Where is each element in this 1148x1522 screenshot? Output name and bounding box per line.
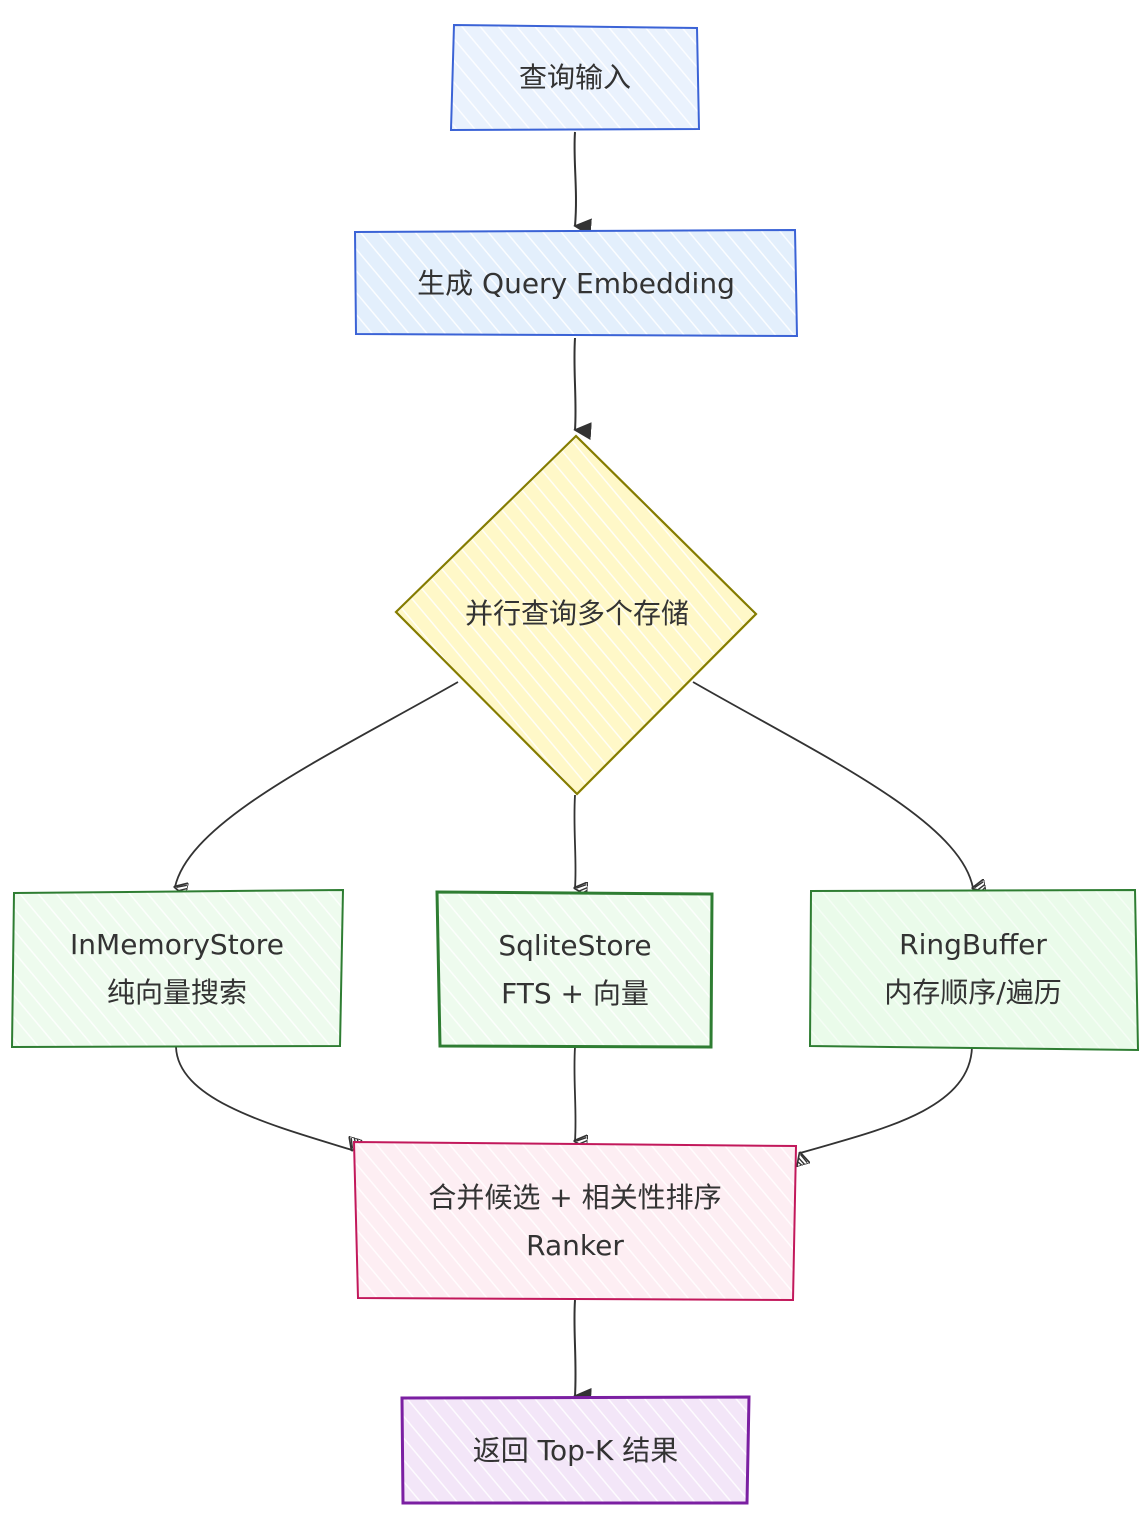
- label-line: SqliteStore: [498, 929, 652, 962]
- node-parallel-query: [394, 434, 758, 796]
- node-sqlite-store-label: SqliteStore FTS + 向量: [438, 893, 712, 1047]
- label-line: 返回 Top-K 结果: [472, 1434, 679, 1467]
- node-top-k: [400, 1395, 751, 1505]
- label-line: 并行查询多个存储: [464, 597, 689, 630]
- edges-layer: [175, 131, 973, 1406]
- edge-query-input-to-gen-embedding: [573, 131, 592, 237]
- label-line: InMemoryStore: [70, 928, 284, 961]
- node-in-memory-store: [10, 888, 345, 1049]
- edge-sqlite-store-to-ranker: [574, 1046, 575, 1141]
- node-top-k-label: 返回 Top-K 结果: [403, 1399, 748, 1503]
- edge-in-memory-store-to-ranker: [175, 1046, 352, 1150]
- label-line: Ranker: [526, 1229, 624, 1262]
- label-line: 内存顺序/遍历: [884, 976, 1062, 1009]
- edge-parallel-query-to-sqlite-store: [574, 794, 575, 888]
- node-sqlite-store: [435, 890, 714, 1049]
- node-query-input: [449, 23, 701, 132]
- label-line: 纯向量搜索: [106, 976, 247, 1009]
- edge-parallel-query-to-in-memory-store: [175, 681, 459, 887]
- node-parallel-query-label: 并行查询多个存储: [397, 590, 757, 638]
- edge-ring-buffer-to-ranker: [800, 1046, 973, 1153]
- edge-gen-embedding-to-parallel-query: [573, 337, 592, 441]
- label-line: FTS + 向量: [501, 977, 649, 1010]
- label-line: RingBuffer: [899, 928, 1047, 961]
- node-in-memory-store-label: InMemoryStore 纯向量搜索: [13, 892, 341, 1046]
- node-ring-buffer: [808, 888, 1140, 1052]
- label-line: 合并候选 + 相关性排序: [428, 1181, 722, 1214]
- node-ranker-label: 合并候选 + 相关性排序 Ranker: [355, 1145, 795, 1299]
- node-ranker: [352, 1140, 798, 1302]
- node-gen-embedding: [353, 228, 799, 338]
- node-gen-embedding-label: 生成 Query Embedding: [356, 232, 796, 336]
- edge-parallel-query-to-ring-buffer: [692, 681, 973, 888]
- node-ring-buffer-label: RingBuffer 内存顺序/遍历: [810, 892, 1136, 1046]
- node-query-input-label: 查询输入: [452, 26, 698, 130]
- edge-ranker-to-top-k: [573, 1299, 592, 1406]
- label-line: 查询输入: [518, 61, 631, 94]
- label-line: 生成 Query Embedding: [417, 267, 735, 300]
